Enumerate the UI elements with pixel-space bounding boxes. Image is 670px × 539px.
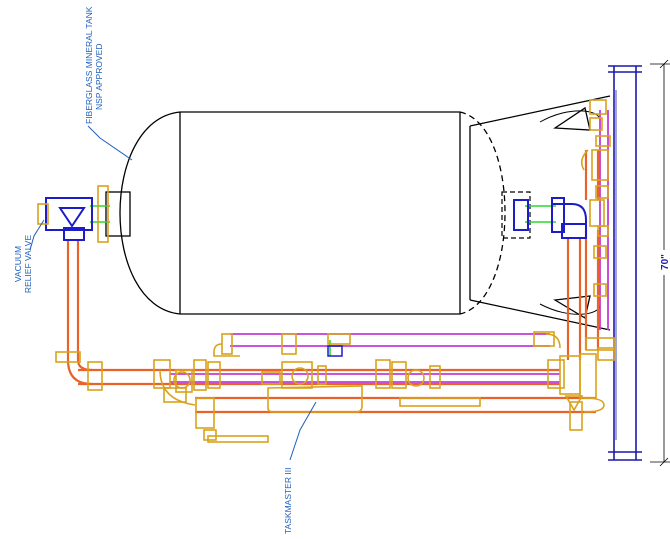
valve-label-line1: VACUUM [13,246,23,282]
controller-label: TASKMASTER III [283,468,293,534]
orange-piping [66,150,600,414]
gold-fittings [37,99,615,443]
green-piping [90,205,556,356]
relief-valve-left [45,197,93,241]
center-tee-blue [327,345,343,357]
dimension-line [650,59,670,467]
support-frame [608,65,642,461]
leader-lines [29,125,317,461]
mineral-tank [105,95,611,331]
tank-outlet [501,191,531,239]
outlet-valve-right [513,197,587,239]
tank-label-line1: FIBERGLASS MINERAL TANK [84,6,94,124]
tank-label-line2: NSP APPROVED [94,44,104,110]
magenta-piping [170,110,609,383]
dimension-label: 70" [660,254,670,270]
valve-label-line2: RELIEF VALVE [23,235,33,294]
